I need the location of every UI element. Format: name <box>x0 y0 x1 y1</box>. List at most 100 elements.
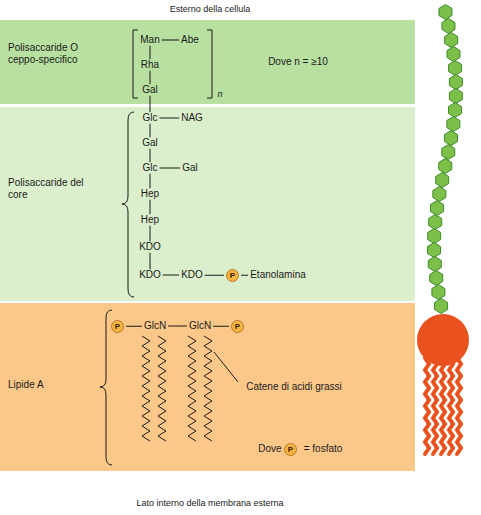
molecule-label: Glc <box>143 112 158 124</box>
molecule-label: NAG <box>181 112 203 124</box>
sugar-hexagon <box>447 117 460 132</box>
molecule-label: Dove n = ≥10 <box>268 56 328 68</box>
molecule-label: GlcN <box>144 320 166 332</box>
lipid-tail <box>441 358 445 454</box>
molecule-label: Etanolamina <box>250 269 306 281</box>
molecule-label: KDO <box>139 269 161 281</box>
molecule-label: Gal <box>142 84 158 96</box>
molecule-label: Man <box>140 34 159 46</box>
sugar-hexagon <box>445 131 458 146</box>
sugar-hexagon <box>430 271 443 286</box>
phosphate-circle: P <box>284 443 297 456</box>
bond-line <box>160 118 180 119</box>
side-label: Lato interno della membrana esterna <box>136 498 283 508</box>
bond-line <box>160 168 181 169</box>
o-chain-hexagons <box>428 5 463 314</box>
side-label: Esterno della cellula <box>170 4 251 14</box>
sugar-hexagon <box>439 5 452 20</box>
bond-line <box>241 275 248 276</box>
bond-line <box>168 326 187 327</box>
bond-line <box>150 149 151 163</box>
fatty-acid-chain <box>188 336 196 441</box>
bond-line <box>150 71 151 85</box>
region-heading: Lipide A <box>8 379 98 391</box>
lipid-tails <box>425 358 461 454</box>
bond-line <box>150 200 151 215</box>
bond-line <box>150 46 151 60</box>
molecule-label: KDO <box>139 241 161 253</box>
molecule-label: GlcN <box>189 320 211 332</box>
molecule-label: Glc <box>143 162 158 174</box>
sugar-hexagon <box>436 173 449 188</box>
sugar-hexagon <box>447 47 460 62</box>
lipid-tail <box>457 358 461 454</box>
repeat-bracket-right <box>207 30 212 98</box>
bond-line <box>150 174 151 189</box>
sugar-hexagon <box>442 19 455 34</box>
molecule-label: Dove <box>258 443 281 455</box>
fatty-acid-chain <box>158 336 166 441</box>
fatty-acid-chains <box>142 336 212 441</box>
sugar-hexagon <box>449 61 462 76</box>
sugar-hexagon <box>449 103 462 118</box>
molecule-label: = fosfato <box>304 443 343 455</box>
phosphate-circle: P <box>111 320 124 333</box>
bond-line <box>163 275 179 276</box>
core-brace <box>122 112 134 297</box>
leader-line <box>214 352 238 382</box>
phosphate-circle: P <box>226 269 239 282</box>
brackets <box>100 30 238 465</box>
sugar-hexagon <box>449 75 462 90</box>
lipid-tail <box>449 358 453 454</box>
lipid-head <box>417 314 469 366</box>
sugar-hexagon <box>429 215 442 230</box>
molecule-label: KDO <box>181 269 203 281</box>
sugar-hexagon <box>435 299 448 314</box>
bond-line <box>150 124 151 138</box>
molecule-label: n <box>217 89 222 99</box>
lipid-tail <box>425 358 429 454</box>
sugar-hexagon <box>433 187 446 202</box>
molecule-label: Rha <box>141 59 159 71</box>
molecule-label: Catene di acidi grassi <box>246 381 342 393</box>
membrane-band: Polisaccaride O ceppo-specifico <box>0 20 415 104</box>
bond-line <box>162 40 179 41</box>
phosphate-symbol: P <box>288 446 293 454</box>
molecule-label: Gal <box>182 162 198 174</box>
lipid-brace <box>100 310 112 465</box>
molecule-label: Hep <box>141 188 159 200</box>
phosphate-symbol: P <box>235 323 240 331</box>
fatty-acid-chain <box>204 336 212 441</box>
molecule-label: Abe <box>181 34 199 46</box>
sugar-hexagon <box>442 145 455 160</box>
sugar-hexagon <box>432 285 445 300</box>
molecule-label: Gal <box>142 137 158 149</box>
bond-line <box>213 326 229 327</box>
sugar-hexagon <box>449 89 462 104</box>
phosphate-symbol: P <box>230 272 235 280</box>
bond-line <box>150 226 151 242</box>
molecule-label: Hep <box>141 214 159 226</box>
membrane-band: Polisaccaride del coreP <box>0 107 415 301</box>
sugar-hexagon <box>428 243 441 258</box>
region-heading: Polisaccaride del core <box>8 177 103 201</box>
sugar-hexagon <box>430 201 443 216</box>
bond-line <box>126 326 142 327</box>
bond-line <box>150 96 151 113</box>
sugar-hexagon <box>439 159 452 174</box>
region-heading: Polisaccaride O ceppo-specifico <box>8 42 108 66</box>
lipid-tail <box>433 358 437 454</box>
phosphate-symbol: P <box>115 323 120 331</box>
repeat-bracket-left <box>133 30 138 98</box>
sugar-hexagon <box>445 33 458 48</box>
bonds <box>126 40 248 326</box>
sugar-hexagon <box>428 257 441 272</box>
bond-line <box>205 275 224 276</box>
sugar-hexagon <box>428 229 441 244</box>
fatty-acid-chain <box>142 336 150 441</box>
bond-line <box>150 253 151 270</box>
phosphate-circle: P <box>231 320 244 333</box>
